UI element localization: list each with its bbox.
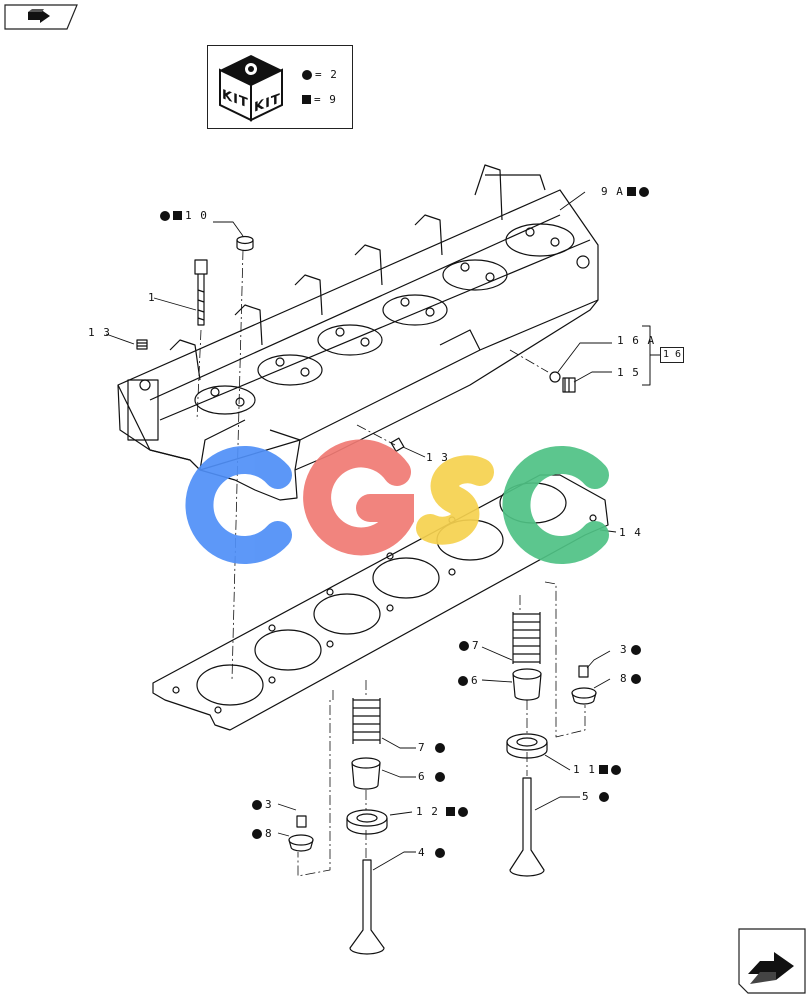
previous-page-icon[interactable] (4, 4, 78, 30)
watermark-letter-c1 (185, 446, 292, 564)
valve-seal-left (346, 809, 388, 835)
dot-icon (638, 186, 649, 197)
callout-10: 1 0 (160, 209, 208, 222)
part-number: 1 2 (416, 805, 439, 818)
kit-legend-box (207, 45, 353, 129)
next-page-icon[interactable] (738, 928, 806, 994)
watermark-letter-g (303, 439, 414, 556)
part-number: 1 0 (185, 209, 208, 222)
dot-icon (252, 799, 262, 810)
dot-icon (160, 210, 170, 221)
dot-icon (458, 675, 468, 686)
callout-13-top: 1 3 (88, 326, 111, 339)
valve-spring-left (352, 698, 381, 744)
plug-small (136, 339, 148, 350)
part-number: 1 3 (426, 451, 449, 464)
part-number: 7 (472, 639, 480, 652)
part-number: 1 (148, 291, 156, 304)
dot-icon (598, 791, 609, 802)
keeper-right (571, 665, 597, 705)
callout-6-left: 6 (418, 770, 445, 783)
part-number: 5 (582, 790, 590, 803)
part-number: 8 (265, 827, 273, 840)
watermark-letter-c2 (502, 446, 609, 564)
callout-16a: 1 6 A (617, 334, 655, 347)
legend-square-row: = 9 (302, 93, 337, 106)
watermark-letter-s (416, 455, 494, 545)
callout-14: 1 4 (619, 526, 642, 539)
plug-cap (236, 235, 254, 252)
square-icon (173, 211, 182, 220)
callout-7-left: 7 (418, 741, 445, 754)
square-icon (302, 95, 311, 104)
legend-square-qty: = 9 (314, 93, 337, 106)
part-number: 3 (265, 798, 273, 811)
dot-icon (302, 69, 312, 80)
part-number: 1 4 (619, 526, 642, 539)
part-number: 1 6 (663, 349, 682, 360)
dot-icon (434, 847, 445, 858)
dot-icon (610, 764, 621, 775)
part-number: 9 A (601, 185, 624, 198)
plug-small-2 (390, 437, 405, 452)
part-number: 3 (620, 643, 628, 656)
part-number: 6 (418, 770, 426, 783)
dot-icon (630, 673, 641, 684)
part-number: 8 (620, 672, 628, 685)
callout-9a: 9 A (601, 185, 649, 198)
valve-spring-right (512, 612, 541, 664)
callout-1: 1 (148, 291, 156, 304)
callout-15: 1 5 (617, 366, 640, 379)
cylinder-head (117, 164, 599, 501)
callout-13-bottom: 1 3 (426, 451, 449, 464)
dot-icon (630, 644, 641, 655)
valve-cap-left (351, 757, 381, 790)
callout-3-right: 3 (620, 643, 641, 656)
callout-3-left: 3 (252, 798, 273, 811)
part-number: 1 6 A (617, 334, 656, 347)
callout-16: 1 6 (660, 347, 685, 363)
part-number: 6 (471, 674, 479, 687)
callout-8-left: 8 (252, 827, 273, 840)
part-number: 1 3 (88, 326, 111, 339)
dot-icon (434, 742, 445, 753)
callout-12: 1 2 (416, 805, 468, 818)
callout-5: 5 (582, 790, 609, 803)
kit-box-icon (219, 55, 283, 122)
part-number: 1 1 (573, 763, 596, 776)
callout-11: 1 1 (573, 763, 621, 776)
part-number: 7 (418, 741, 426, 754)
callout-7-right: 7 (459, 639, 480, 652)
square-icon (598, 765, 608, 774)
keeper-left (288, 815, 314, 852)
head-gasket (152, 474, 609, 731)
valve-left (349, 859, 385, 955)
valve-right (509, 777, 545, 877)
dot-icon (434, 771, 445, 782)
square-icon (626, 187, 636, 196)
dot-icon (459, 640, 469, 651)
callout-6-right: 6 (458, 674, 479, 687)
dot-icon (457, 806, 468, 817)
legend-dot-qty: = 2 (315, 68, 338, 81)
square-icon (445, 807, 455, 816)
legend-dot-row: = 2 (302, 68, 338, 81)
dot-icon (252, 828, 262, 839)
plug-and-seal (549, 371, 576, 393)
part-number: 4 (418, 846, 426, 859)
head-bolt (194, 259, 208, 326)
part-number: 1 5 (617, 366, 640, 379)
callout-4: 4 (418, 846, 445, 859)
callout-8-right: 8 (620, 672, 641, 685)
